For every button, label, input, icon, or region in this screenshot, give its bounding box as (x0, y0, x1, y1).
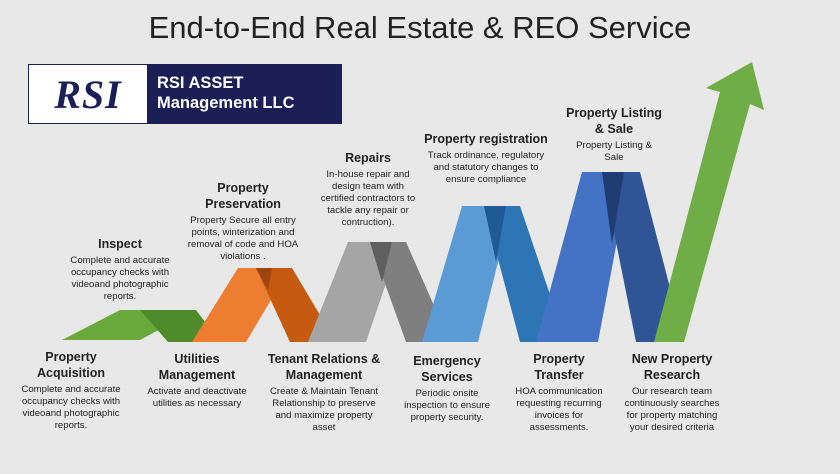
logo-line-1: RSI ASSET (157, 74, 244, 92)
logo-mark: RSI (29, 65, 149, 123)
step-inspect: Inspect Complete and accurate occupancy … (64, 236, 176, 303)
company-logo: RSI RSI ASSET Management LLC (28, 64, 342, 124)
step-heading: Emergency Services (413, 354, 481, 384)
step-description: Complete and accurate occupancy checks w… (70, 255, 170, 302)
step-property-listing-sale: Property Listing & Sale Property Listing… (562, 105, 666, 164)
step-emergency-services: Emergency Services Periodic onsite inspe… (398, 353, 496, 424)
step-description: Complete and accurate occupancy checks w… (21, 384, 121, 431)
step-utilities-management: Utilities Management Activate and deacti… (140, 351, 254, 410)
step-property-acquisition: Property Acquisition Complete and accura… (14, 349, 128, 432)
logo-monogram: RSI (54, 71, 122, 117)
step-description: Track ordinance, regulatory and statutor… (427, 150, 545, 185)
step-heading: Tenant Relations & Management (267, 352, 381, 382)
page-title: End-to-End Real Estate & REO Service (148, 10, 692, 45)
step-property-preservation: Property Preservation Property Secure al… (186, 180, 300, 263)
step-tenant-relations: Tenant Relations & Management Create & M… (266, 351, 382, 434)
blue-ribbon-down (602, 172, 684, 342)
step-heading: Property Listing & Sale (566, 106, 662, 136)
step-heading: Property Transfer (533, 352, 585, 382)
step-description: Periodic onsite inspection to ensure pro… (404, 388, 490, 423)
orange-ribbon-fold (256, 268, 272, 290)
step-heading: Property Acquisition (36, 350, 106, 380)
step-description: HOA communication requesting recurring i… (515, 386, 603, 433)
step-new-property-research: New Property Research Our research team … (622, 351, 722, 434)
step-heading: Inspect (98, 237, 142, 251)
step-heading: Repairs (345, 151, 391, 165)
gray-ribbon-up (308, 242, 400, 342)
blue-ribbon-fold (602, 172, 624, 244)
step-property-transfer: Property Transfer HOA communication requ… (510, 351, 608, 434)
logo-wordmark: RSI ASSET Management LLC (149, 65, 341, 123)
gray-ribbon-fold (370, 242, 392, 282)
step-description: Property Listing & Sale (576, 140, 652, 163)
step-description: Our research team continuously searches … (624, 386, 720, 433)
step-property-registration: Property registration Track ordinance, r… (424, 131, 548, 186)
lightblue-ribbon-up (422, 206, 512, 342)
step-repairs: Repairs In-house repair and design team … (314, 150, 422, 229)
growth-arrow-icon (654, 62, 764, 342)
step-description: Activate and deactivate utilities as nec… (147, 386, 247, 409)
step-heading: Property registration (424, 132, 548, 146)
step-heading: New Property Research (631, 352, 713, 382)
step-description: Create & Maintain Tenant Relationship to… (269, 386, 379, 433)
step-description: Property Secure all entry points, winter… (187, 215, 299, 262)
step-description: In-house repair and design team with cer… (320, 169, 416, 228)
lightblue-ribbon-fold (484, 206, 506, 262)
step-heading: Utilities Management (158, 352, 236, 382)
logo-line-2: Management LLC (157, 94, 295, 112)
blue-ribbon-up (536, 172, 630, 342)
step-heading: Property Preservation (205, 181, 281, 211)
